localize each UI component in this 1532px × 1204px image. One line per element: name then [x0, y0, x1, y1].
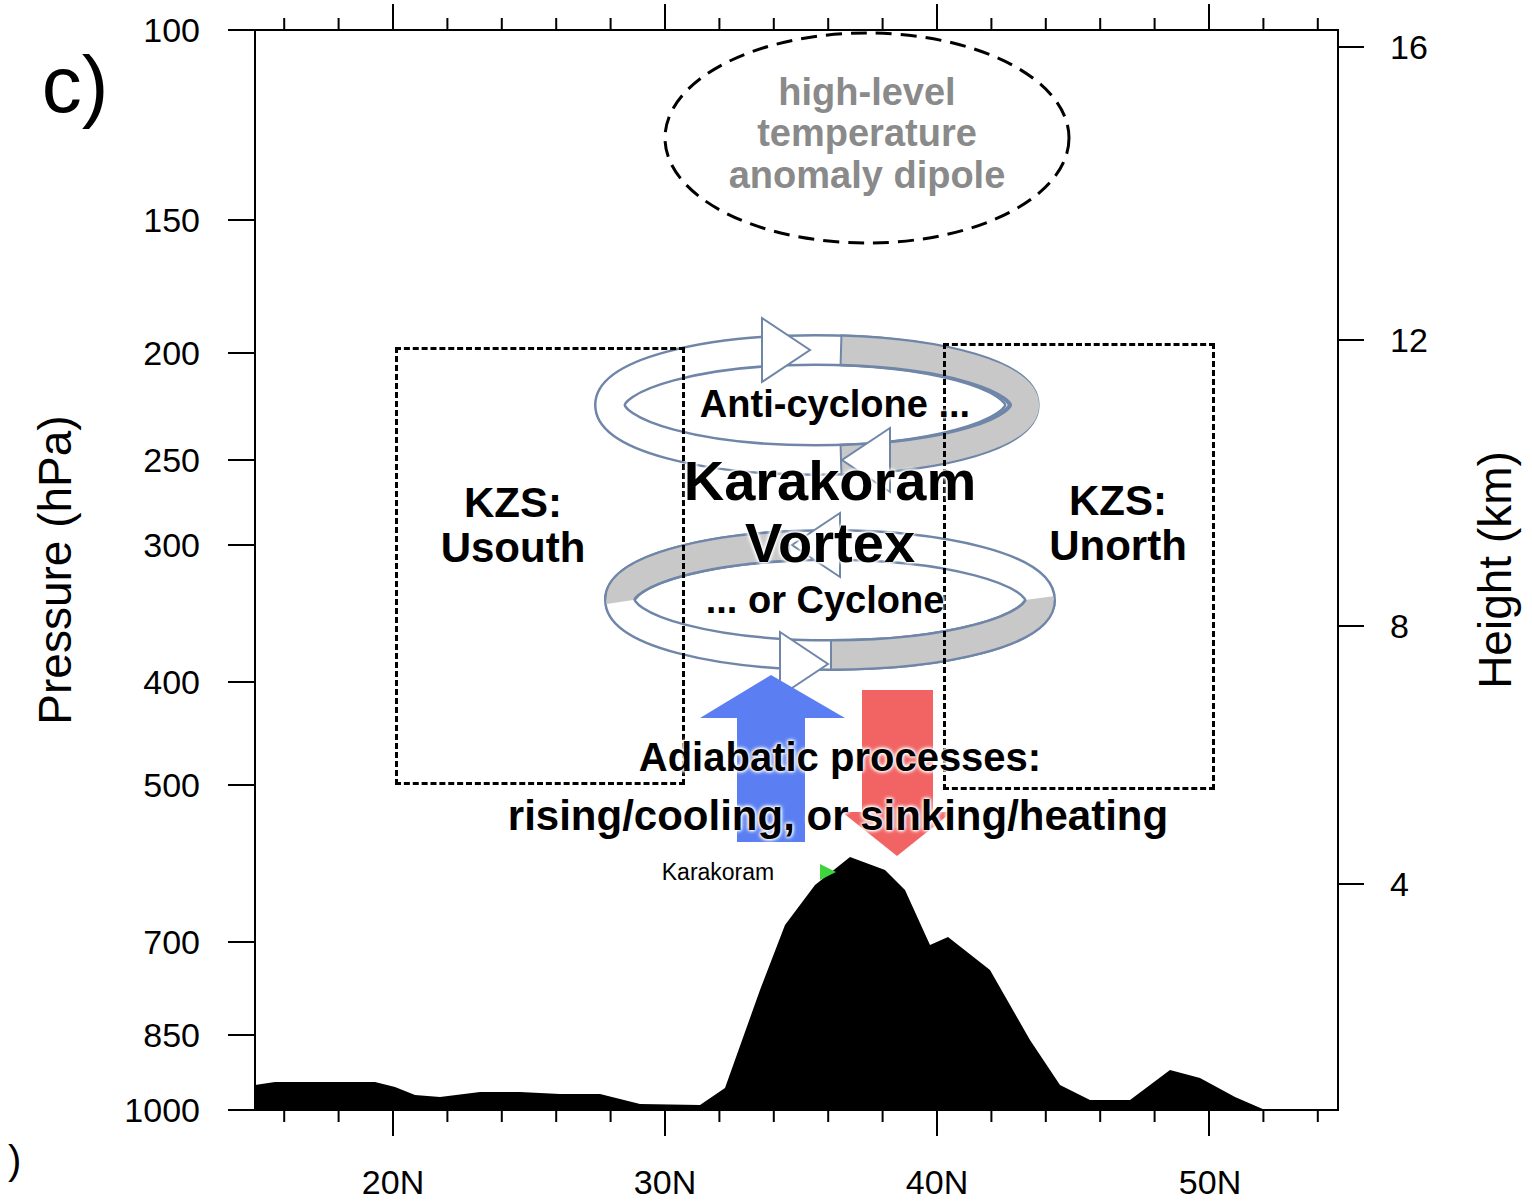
tick [338, 1110, 340, 1122]
panel-label: c) [42, 39, 109, 131]
diagram-label: 1000 [124, 1091, 200, 1130]
tick [1154, 1110, 1156, 1122]
diagram-label: 40N [906, 1163, 968, 1202]
tick [228, 1034, 255, 1036]
tick [1208, 1110, 1210, 1136]
terrain-profile [255, 857, 1265, 1110]
diagram-label: 50N [1179, 1163, 1241, 1202]
tick [664, 1110, 666, 1136]
diagram-label: 300 [143, 526, 200, 565]
tick [1099, 1110, 1101, 1122]
tick [827, 18, 829, 30]
tick [228, 29, 255, 31]
tick [501, 18, 503, 30]
diagram-label: 400 [143, 663, 200, 702]
tick [228, 784, 255, 786]
diagram-label: 16 [1390, 28, 1428, 67]
diagram-label: 4 [1390, 865, 1409, 904]
diagram-label: 30N [634, 1163, 696, 1202]
tick [1317, 1110, 1319, 1122]
diagram-label: rising/cooling, or sinking/heating [508, 792, 1168, 840]
tick [446, 18, 448, 30]
tick [283, 18, 285, 30]
tick [1208, 4, 1210, 30]
tick [827, 1110, 829, 1122]
tick [1338, 625, 1364, 627]
tick [1338, 46, 1364, 48]
tick [1317, 18, 1319, 30]
diagram-label: 12 [1390, 321, 1428, 360]
tick [1045, 18, 1047, 30]
dashed-ellipse: high-level temperature anomaly dipole [662, 30, 1072, 246]
plot-frame [255, 30, 1338, 1110]
diagram-label: Adiabatic processes: [639, 735, 1041, 780]
diagram-label: 8 [1390, 607, 1409, 646]
diagram-label: 500 [143, 766, 200, 805]
tick [392, 1110, 394, 1136]
diagram-label: 850 [143, 1016, 200, 1055]
tick [555, 1110, 557, 1122]
tick [228, 352, 255, 354]
tick [283, 1110, 285, 1122]
tick [228, 681, 255, 683]
tick [228, 544, 255, 546]
tick [936, 1110, 938, 1136]
tick [1154, 18, 1156, 30]
tick [882, 1110, 884, 1122]
tick [228, 941, 255, 943]
diagram-label: Karakoram [662, 859, 774, 886]
tick [1338, 883, 1364, 885]
node-text: KZS: Usouth [413, 480, 613, 571]
tick [228, 219, 255, 221]
tick [610, 18, 612, 30]
tick [773, 1110, 775, 1122]
tick [338, 18, 340, 30]
tick [555, 18, 557, 30]
tick [990, 18, 992, 30]
tick [1099, 18, 1101, 30]
tick [446, 1110, 448, 1122]
tick [501, 1110, 503, 1122]
diagram-label: 100 [143, 11, 200, 50]
tick [228, 1109, 255, 1111]
node-text: high-level temperature anomaly dipole [692, 72, 1042, 195]
tick [1262, 18, 1264, 30]
diagram-label: 200 [143, 334, 200, 373]
diagram-label: 700 [143, 923, 200, 962]
axis-title: Height (km) [1468, 451, 1522, 689]
tick [718, 1110, 720, 1122]
node-text: KZS: Unorth [1018, 478, 1218, 569]
diagram-label: 250 [143, 441, 200, 480]
diagram-label: ... or Cyclone [706, 579, 945, 622]
tick [1045, 1110, 1047, 1122]
tick [773, 18, 775, 30]
tick [664, 4, 666, 30]
diagram-label: Anti-cyclone ... [700, 383, 970, 426]
tick [228, 459, 255, 461]
tick [610, 1110, 612, 1122]
dashed-box: KZS: Unorth [943, 343, 1215, 790]
tick [392, 4, 394, 30]
axis-ticks [228, 4, 1364, 1136]
diagram-label: ) [8, 1138, 21, 1183]
tick [936, 4, 938, 30]
axis-title: Pressure (hPa) [28, 415, 82, 724]
diagram-label: 20N [362, 1163, 424, 1202]
tick [882, 18, 884, 30]
karakoram-marker [820, 864, 836, 880]
diagram-label: Karakoram Vortex [630, 450, 1030, 573]
tick [718, 18, 720, 30]
diagram-label: 150 [143, 201, 200, 240]
tick [990, 1110, 992, 1122]
dashed-box: KZS: Usouth [395, 347, 685, 785]
tick [1338, 339, 1364, 341]
tick [1262, 1110, 1264, 1122]
